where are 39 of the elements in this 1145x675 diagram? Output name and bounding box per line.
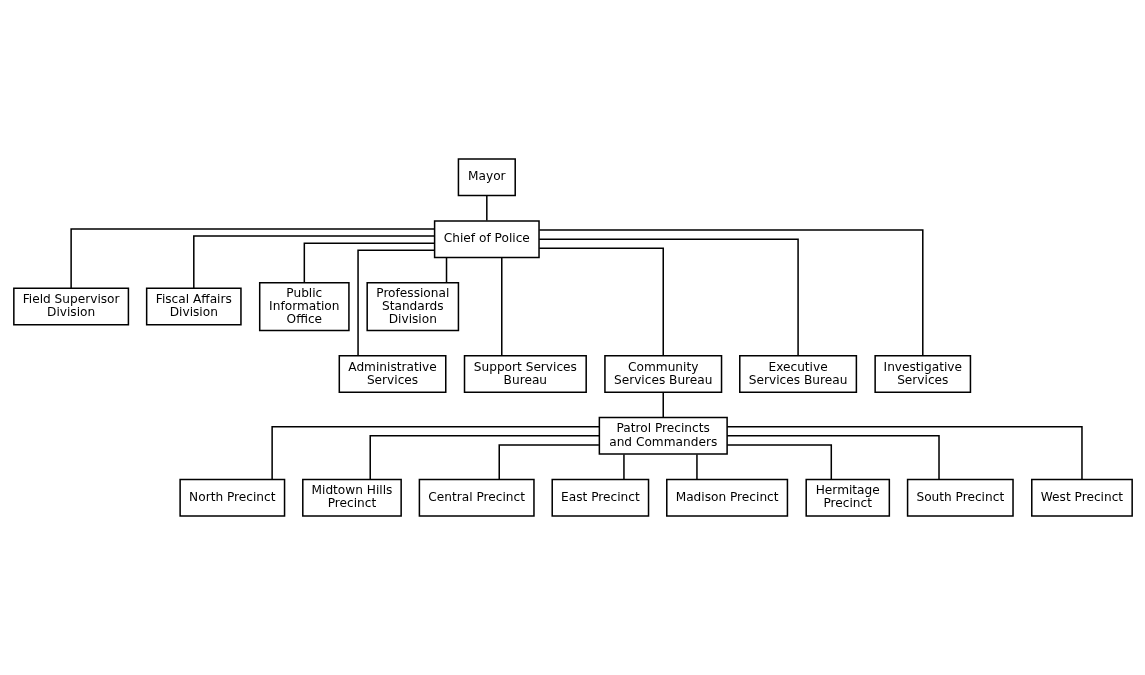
connector (695, 453, 698, 480)
node-box: Public Information Office (258, 282, 350, 332)
connector (538, 229, 924, 357)
connector (368, 435, 600, 480)
connector (192, 235, 435, 289)
node-box: South Precinct (906, 478, 1014, 517)
node-box: Chief of Police (433, 220, 540, 259)
connector (726, 444, 832, 480)
node-box: Administrative Services (338, 355, 446, 393)
node-box: Investigative Services (873, 355, 971, 393)
node-box: Community Services Bureau (603, 355, 722, 393)
connector (726, 425, 1083, 481)
connector (498, 444, 600, 480)
node-box: Executive Services Bureau (738, 355, 857, 393)
connector (622, 453, 625, 480)
node-box: West Precinct (1030, 478, 1133, 517)
connector (538, 247, 664, 357)
connector (445, 256, 447, 284)
node-box: Patrol Precincts and Commanders (598, 416, 728, 455)
node-box: Central Precinct (418, 478, 535, 517)
node-box: East Precinct (550, 478, 649, 517)
connector (485, 195, 488, 222)
connector (662, 391, 664, 419)
connector (69, 228, 435, 289)
node-box: Hermitage Precinct (804, 478, 890, 517)
node-box: Mayor (457, 158, 516, 197)
node-box: Fiscal Affairs Division (145, 287, 242, 326)
node-box: Professional Standards Division (365, 282, 459, 332)
connector (500, 256, 503, 357)
connector (538, 238, 799, 357)
connector (303, 242, 435, 284)
connector (270, 425, 600, 481)
connector (356, 249, 435, 357)
node-box: Madison Precinct (665, 478, 788, 517)
node-box: Midtown Hills Precinct (301, 478, 402, 517)
node-box: North Precinct (178, 478, 285, 517)
node-box: Field Supervisor Division (12, 287, 129, 326)
node-box: Support Services Bureau (463, 355, 587, 393)
connector (725, 435, 940, 480)
